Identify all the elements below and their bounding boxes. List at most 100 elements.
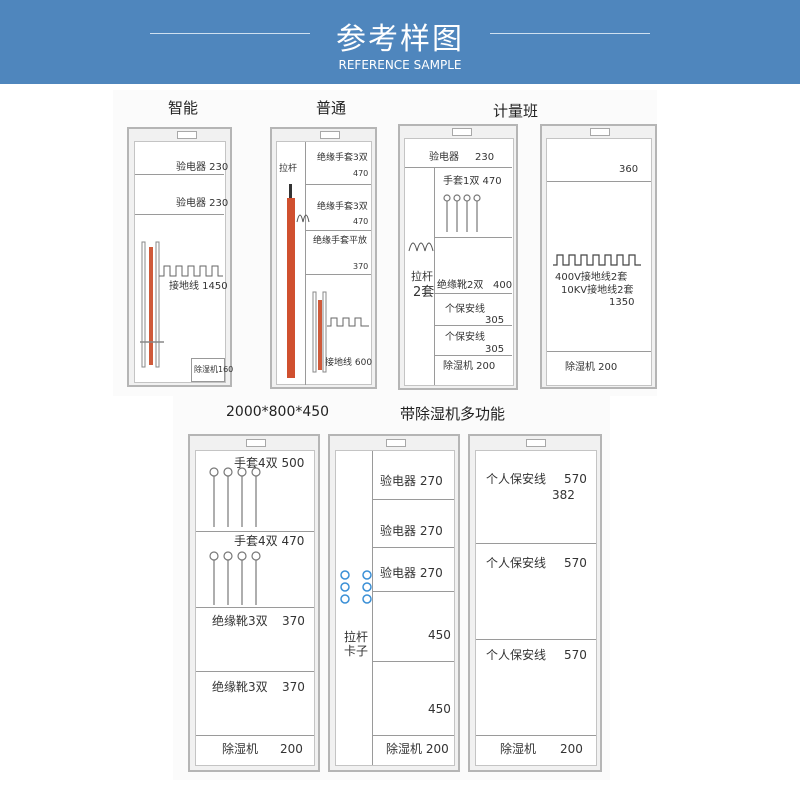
shelf — [305, 274, 371, 275]
cabinet-handle — [526, 439, 546, 447]
cabinet-smart: 验电器 230 验电器 230 接地线 1450 除湿机160 — [127, 127, 233, 387]
clip-label: 卡子 — [344, 644, 369, 658]
shelf — [196, 671, 314, 672]
shelf — [196, 607, 314, 608]
shelf-number: 305 — [485, 315, 505, 326]
shelf-number: 400 — [493, 280, 513, 291]
header-title: 参考样图 — [336, 22, 464, 57]
shelf-label: 除湿机 200 — [565, 362, 618, 373]
shelf — [305, 230, 371, 231]
shelf-number: 470 — [353, 217, 369, 226]
shelf-number: 382 — [552, 488, 575, 502]
shelf-label: 个保安线 — [445, 304, 485, 315]
pole-clip-icon — [340, 570, 372, 604]
shelf-label: 接地线 600 — [325, 358, 373, 368]
shelf-label: 验电器 — [429, 152, 459, 163]
cabinet-interior: 拉杆 绝缘手套3双 470 绝缘手套3双 470 绝缘手套平放 370 接地线 … — [276, 141, 372, 385]
shelf-label: 绝缘靴3双 — [212, 614, 268, 628]
grounding-rod-icon — [312, 291, 369, 373]
shelf-label: 绝缘靴3双 — [212, 680, 268, 694]
cabinet-multi-3: 个人保安线 570 382 个人保安线 570 个人保安线 570 除湿机 20… — [468, 434, 602, 772]
label-size: 2000*800*450 — [226, 404, 330, 420]
shelf-label: 验电器 270 — [380, 524, 443, 538]
shelf — [372, 735, 454, 736]
shelf — [476, 735, 596, 736]
shelf — [135, 214, 224, 215]
shelf-number: 1350 — [609, 297, 635, 308]
pole-label: 拉杆 — [411, 270, 433, 283]
label-smart: 智能 — [168, 99, 199, 117]
cabinet-interior: 手套4双 500 手套4双 470 绝缘靴3双 370 绝缘靴3双 370 除湿… — [195, 450, 315, 766]
glove-rack-icon — [209, 467, 261, 527]
cabinet-handle — [452, 128, 472, 136]
label-team: 计量班 — [493, 102, 539, 120]
cabinet-handle — [386, 439, 406, 447]
shelf-label: 个人保安线 — [486, 648, 547, 662]
hook-icon — [408, 242, 434, 252]
shelf — [372, 547, 454, 548]
shelf-label: 个人保安线 — [486, 556, 547, 570]
dehumidifier-box — [191, 358, 225, 382]
shelf — [476, 639, 596, 640]
shelf — [196, 531, 314, 532]
shelf — [305, 184, 371, 185]
shelf-number: 570 — [564, 472, 587, 486]
shelf-label: 绝缘手套3双 — [317, 153, 368, 163]
shelf-label: 验电器 270 — [380, 566, 443, 580]
grounding-wire-icon — [159, 265, 223, 277]
shelf — [547, 181, 651, 182]
shelf — [434, 237, 512, 238]
shelf — [547, 351, 651, 352]
header-line-left — [150, 33, 310, 34]
shelf-label: 验电器 270 — [380, 474, 443, 488]
grounding-wire-icon — [553, 254, 641, 266]
shelf — [476, 543, 596, 544]
cabinet-handle — [177, 131, 197, 139]
shelf-label: 个保安线 — [445, 332, 485, 343]
cabinet-multi-1: 手套4双 500 手套4双 470 绝缘靴3双 370 绝缘靴3双 370 除湿… — [188, 434, 320, 772]
shelf — [372, 499, 454, 500]
insulated-pole-icon — [287, 184, 310, 378]
shelf-number: 570 — [564, 648, 587, 662]
shelf-label: 除湿机 200 — [443, 361, 496, 372]
glove-rack-icon — [209, 551, 261, 605]
shelf-number: 230 — [475, 152, 495, 163]
shelf-label: 手套1双 470 — [443, 176, 502, 187]
shelf — [372, 591, 454, 592]
cabinet-interior: 验电器 230 验电器 230 接地线 1450 除湿机160 — [134, 141, 233, 383]
shelf-number: 370 — [282, 614, 305, 628]
pole-count: 2套 — [413, 285, 435, 300]
shelf-label: 绝缘手套平放 — [313, 236, 368, 246]
cabinet-interior: 个人保安线 570 382 个人保安线 570 个人保安线 570 除湿机 20… — [475, 450, 597, 766]
shelf-number: 360 — [619, 164, 639, 175]
shelf — [135, 174, 224, 175]
shelf — [434, 293, 512, 294]
shelf-label: 除湿机 — [500, 742, 537, 756]
shelf-number: 200 — [280, 742, 303, 756]
shelf-number: 470 — [353, 169, 369, 178]
header-banner: 参考样图 REFERENCE SAMPLE — [0, 0, 800, 84]
shelf — [372, 661, 454, 662]
shelf-label: 10KV接地线2套 — [561, 285, 634, 296]
shelf-label: 手套4双 470 — [234, 534, 305, 548]
divider — [305, 142, 306, 385]
shelf-number: 370 — [353, 262, 369, 271]
shelf-label: 除湿机 — [222, 742, 259, 756]
pole-label: 拉杆 — [344, 630, 369, 644]
pole-label: 拉杆 — [279, 164, 298, 174]
divider — [372, 451, 373, 765]
cabinet-interior: 360 400V接地线2套 10KV接地线2套 1350 除湿机 200 — [546, 138, 652, 386]
shelf-label: 400V接地线2套 — [555, 272, 628, 283]
shelf-number: 450 — [428, 628, 451, 642]
shelf-number: 570 — [564, 556, 587, 570]
shelf-label: 验电器 230 — [176, 162, 229, 173]
shelf — [196, 735, 314, 736]
shelf — [434, 325, 512, 326]
divider — [434, 167, 435, 385]
shelf-label: 接地线 1450 — [169, 281, 228, 292]
cabinet-normal: 拉杆 绝缘手套3双 470 绝缘手套3双 470 绝缘手套平放 370 接地线 … — [270, 127, 377, 389]
header-subtitle: REFERENCE SAMPLE — [338, 58, 462, 72]
cabinet-multi-2: 验电器 270 验电器 270 验电器 270 450 450 除湿机 200 … — [328, 434, 460, 772]
glove-rack-icon — [443, 194, 481, 232]
grounding-rod-icon — [140, 241, 164, 368]
